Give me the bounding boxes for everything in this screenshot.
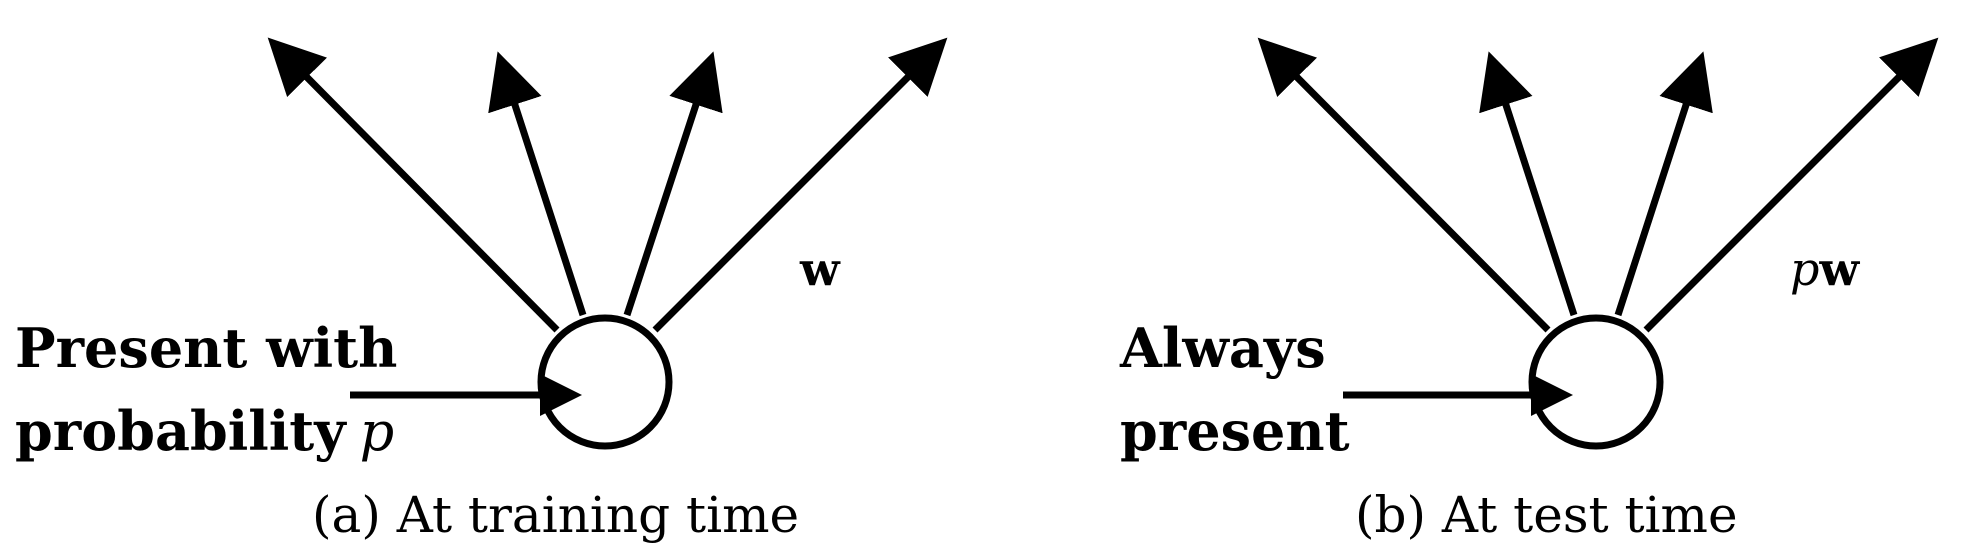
output-arrow-4 [1643, 37, 1939, 333]
dropout-label-line1: Present with [15, 316, 397, 380]
panel-test: pw Always present (b) At test time [1119, 37, 1939, 544]
output-arrow-3 [1614, 51, 1713, 317]
always-label-line1: Always [1119, 316, 1326, 380]
output-arrow-4 [652, 37, 948, 333]
output-arrow-2 [1479, 51, 1578, 317]
scaled-weight-label: pw [1790, 242, 1860, 296]
output-arrow-3 [623, 51, 723, 317]
output-arrow-2 [488, 51, 587, 317]
caption-training: (a) At training time [312, 486, 799, 544]
caption-test: (b) At test time [1355, 486, 1738, 544]
output-arrow-1 [1257, 37, 1551, 333]
weight-label: w [799, 242, 841, 296]
always-label-line2: present [1120, 399, 1350, 463]
unit-node [537, 314, 673, 450]
output-arrow-1 [267, 37, 560, 333]
unit-node [1528, 314, 1664, 450]
